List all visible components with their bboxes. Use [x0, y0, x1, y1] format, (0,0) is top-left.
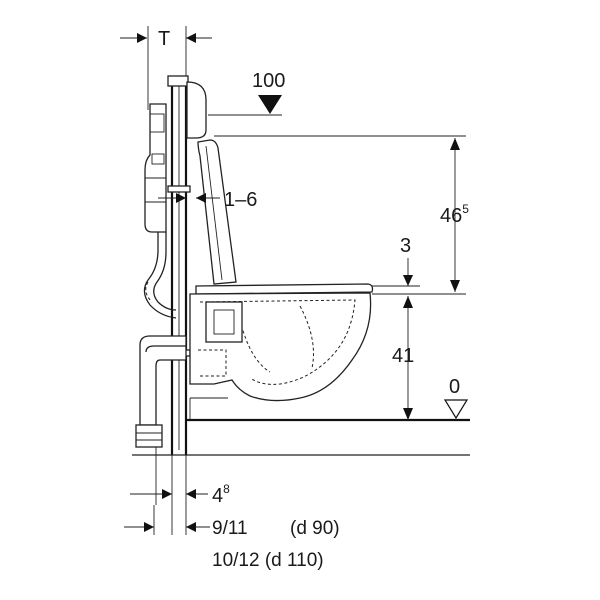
toilet-lid: [197, 139, 237, 285]
flush-pipe: [143, 232, 177, 319]
dimension-seat-height-label: 465: [440, 202, 469, 227]
wall-hung-toilet: [189, 139, 374, 402]
drain-socket: [135, 424, 163, 448]
floor-lines: [132, 397, 470, 456]
dimension-t: T: [120, 26, 212, 110]
installation-frame: [144, 75, 207, 455]
dimension-bottom-offset: 48: [130, 447, 230, 535]
dimension-seat-gap-label: 3: [400, 235, 411, 257]
dimension-seat-gap: 3: [372, 235, 466, 295]
pipe-diameter-1-label: (d 90): [290, 518, 340, 539]
floor-level-marker-icon: [443, 399, 469, 420]
dimension-100-label: 100: [252, 70, 285, 92]
dimension-seat-height: 465: [214, 135, 469, 292]
pipe-offset-2-label: 10/12 (d 110): [212, 550, 324, 571]
dimension-100: 100: [208, 70, 285, 116]
dimension-bottom-offset-label: 48: [212, 482, 230, 507]
dimension-bowl-height-label: 41: [392, 345, 414, 367]
dimension-pipe-offset: 9/11 (d 90) 10/12 (d 110): [124, 455, 340, 571]
pipe-offset-1-label: 9/11: [212, 518, 248, 539]
floor-level-label: 0: [449, 376, 460, 398]
toilet-seat: [195, 283, 374, 295]
dimension-t-label: T: [158, 28, 170, 50]
cistern: [144, 103, 167, 233]
dimension-frame-gap: 1–6: [158, 189, 257, 211]
drain-pipe: [135, 335, 187, 448]
level-marker-icon: [258, 95, 282, 114]
flush-plate: [186, 81, 207, 139]
mounting-bracket: [205, 301, 243, 343]
dimension-bowl-height: 41: [392, 296, 414, 420]
dimension-frame-gap-label: 1–6: [224, 189, 257, 211]
dimension-floor-level: 0: [443, 376, 469, 420]
